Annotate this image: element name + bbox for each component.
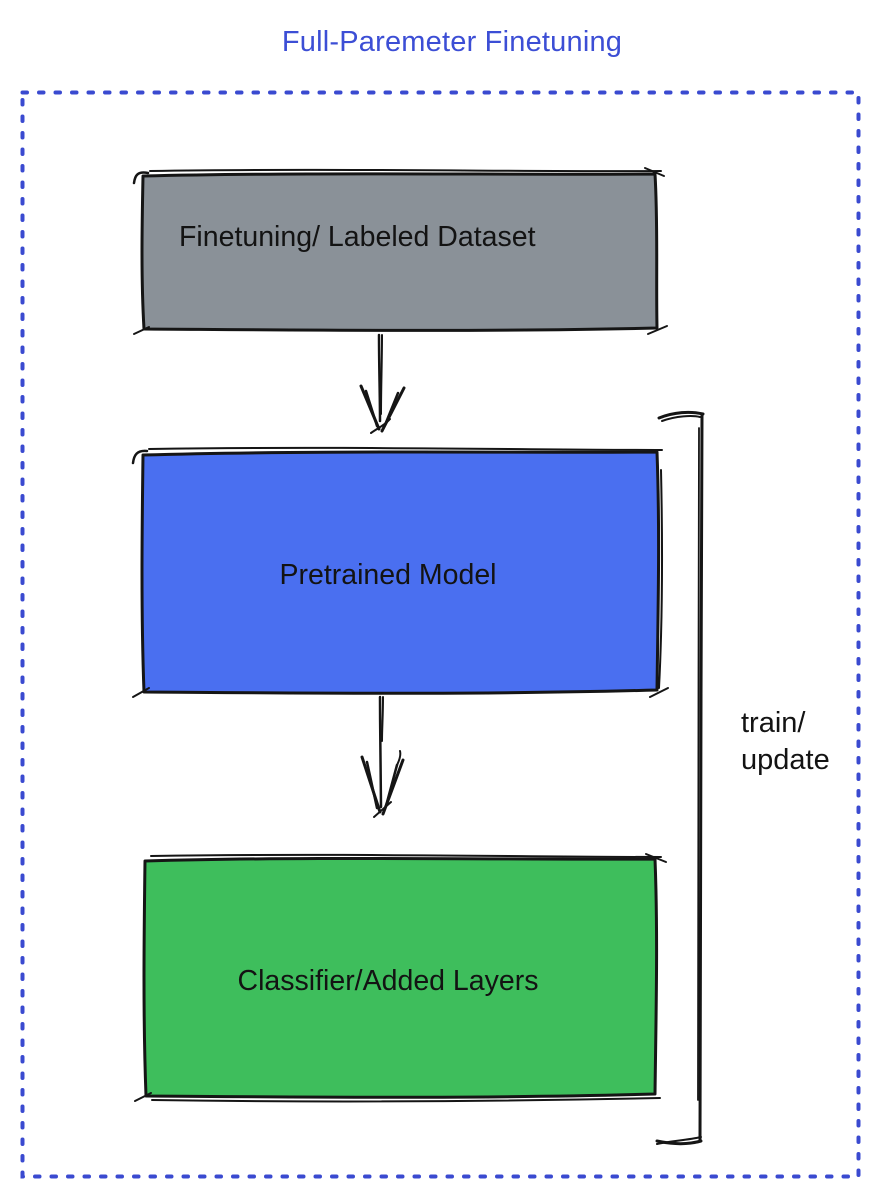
sketch-stroke [649, 687, 669, 698]
arrow-shaft [380, 334, 383, 415]
arrow-head [373, 801, 392, 818]
bracket-bottom [655, 1139, 703, 1146]
sketch-stroke [658, 469, 664, 689]
sketch-stroke [151, 1097, 661, 1103]
bracket-label-line1: train/ [741, 707, 806, 739]
bracket-label-line2: update [741, 744, 830, 776]
arrow-head [364, 389, 379, 428]
arrow-pretrained-to-classifier [360, 695, 405, 818]
sketch-stroke [645, 853, 667, 863]
bracket-bottom [656, 1136, 702, 1145]
sketch-stroke [133, 326, 150, 335]
arrow-head [396, 750, 402, 766]
arrow-head [384, 763, 399, 808]
arrow-dataset-to-pretrained [359, 333, 406, 434]
sketch-stroke [150, 853, 662, 858]
node-classifier-added-layers-label: Classifier/Added Layers [238, 965, 539, 997]
dashed-boundary [20, 90, 861, 1179]
arrow-head [370, 418, 391, 434]
arrow-shaft [381, 696, 384, 742]
node-pretrained-model-label: Pretrained Model [279, 559, 496, 591]
sketch-stroke [132, 687, 150, 698]
arrow-shaft [377, 333, 382, 423]
node-finetuning-dataset: Finetuning/ Labeled Dataset [132, 167, 668, 335]
bracket-side [697, 427, 700, 1101]
node-pretrained-model: Pretrained Model [131, 446, 669, 698]
sketch-stroke [132, 171, 150, 185]
node-classifier-added-layers: Classifier/Added Layers [134, 853, 667, 1103]
sketch-stroke [134, 1092, 152, 1102]
sketch-stroke [131, 449, 149, 465]
sketch-stroke [148, 446, 663, 451]
node-finetuning-dataset-box [140, 172, 659, 332]
sketch-stroke [149, 168, 662, 173]
diagram-title: Full-Paremeter Finetuning [282, 26, 622, 58]
bracket-top [657, 410, 705, 420]
bracket-side [698, 412, 704, 1143]
bracket-train-update: train/ update [655, 410, 830, 1146]
node-pretrained-model-box [140, 450, 661, 695]
arrow-head [365, 760, 379, 810]
bracket-top [661, 415, 701, 422]
arrow-shaft [378, 695, 383, 809]
sketch-stroke [647, 325, 668, 335]
node-classifier-added-layers-box [142, 856, 659, 1099]
sketch-stroke [644, 167, 665, 177]
node-finetuning-dataset-label: Finetuning/ Labeled Dataset [179, 221, 536, 253]
arrow-head [383, 391, 400, 427]
